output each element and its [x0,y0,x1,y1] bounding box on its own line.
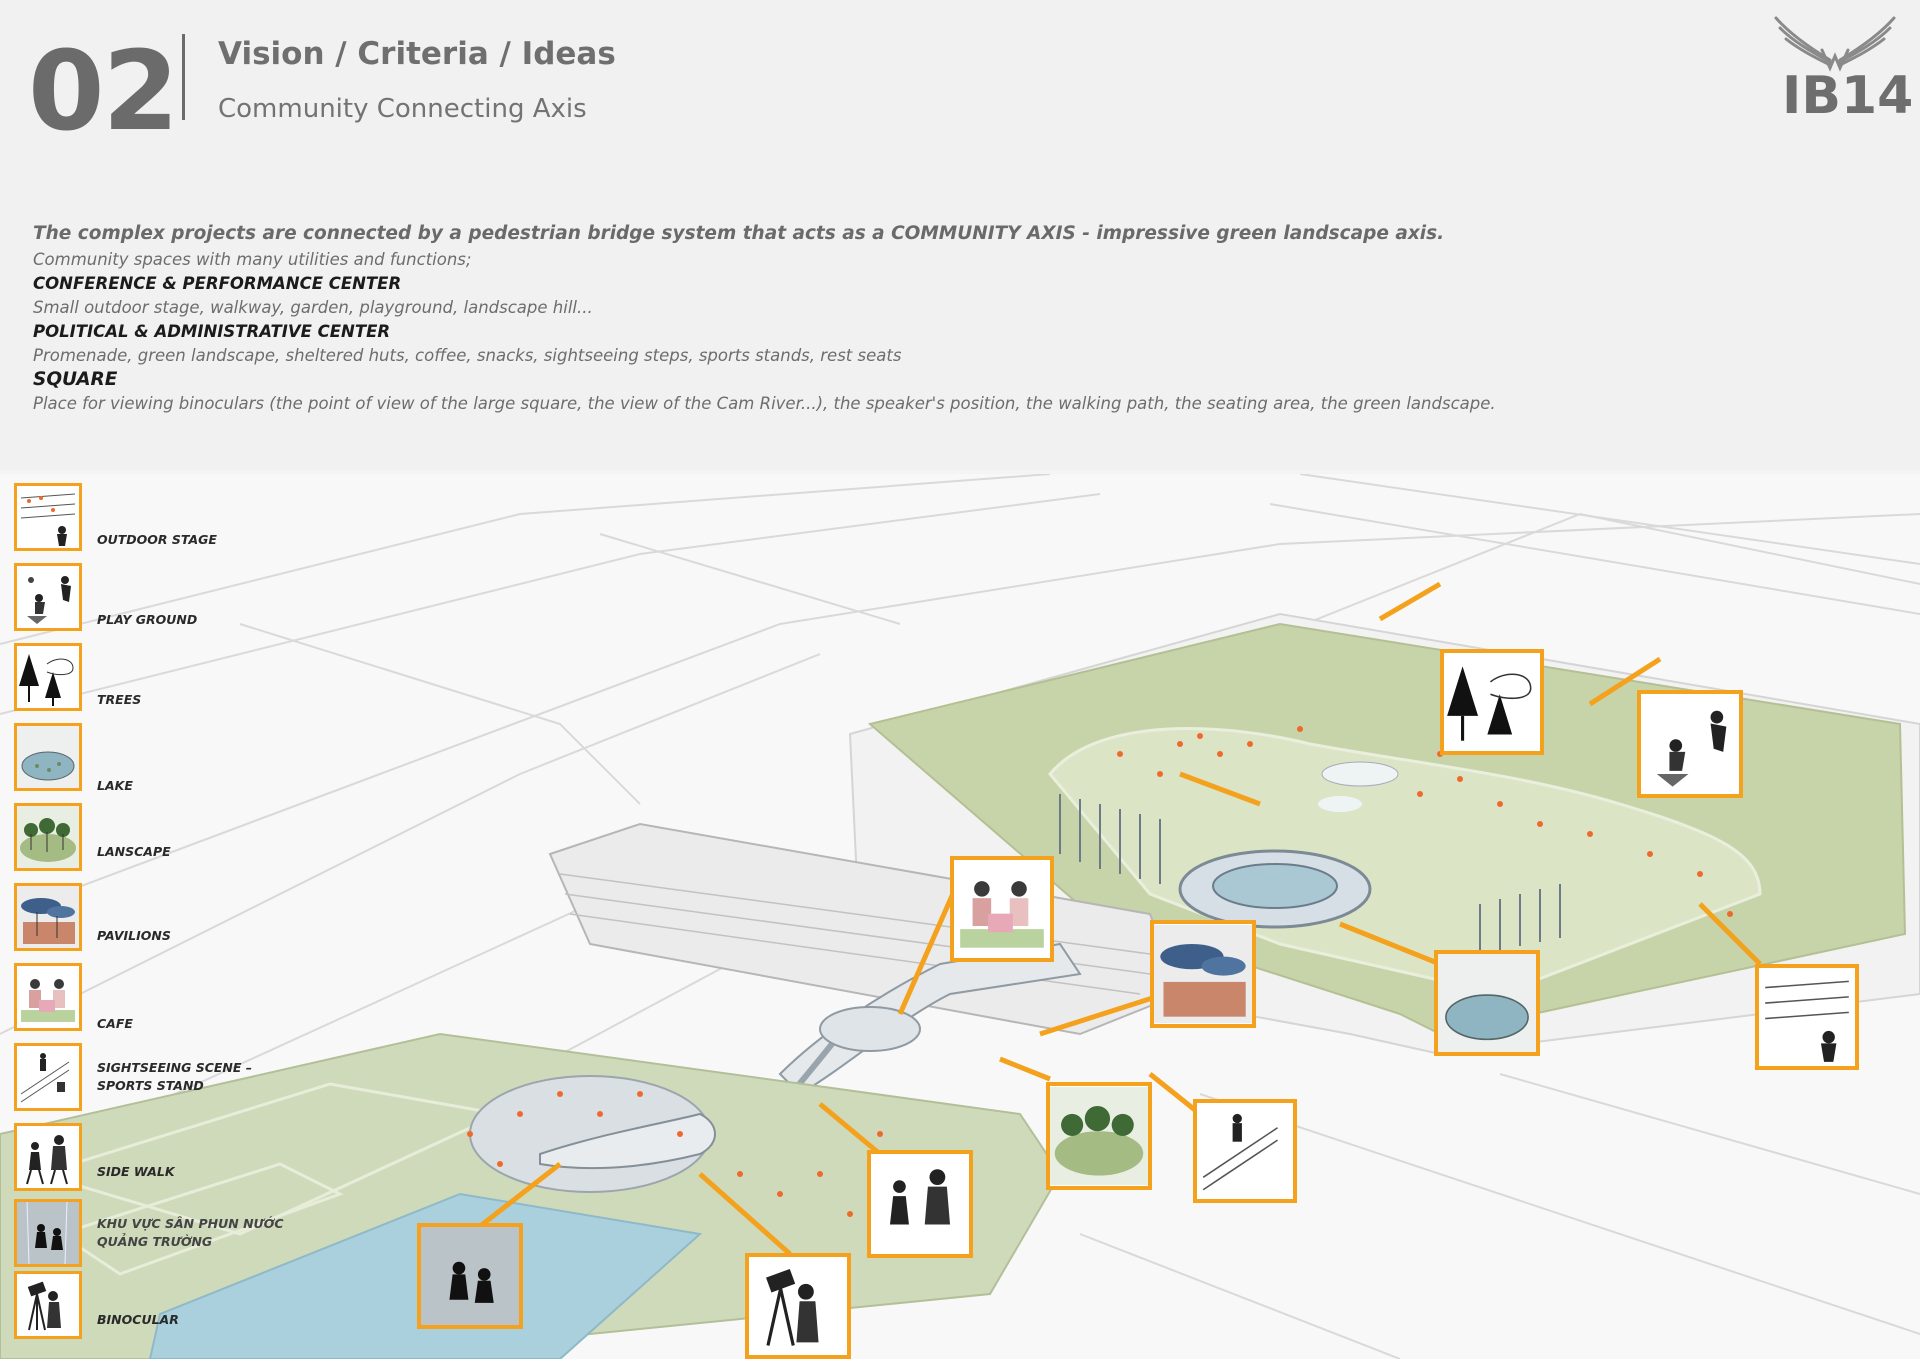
callout-trees-icon [1440,649,1544,755]
wings-logo-icon [1774,16,1896,72]
callout-sidewalk-icon [867,1150,973,1258]
description: The complex projects are connected by a … [33,220,1833,416]
legend-label: SIDE WALK [97,1164,175,1179]
binocular-icon [14,1271,82,1339]
description-line: Place for viewing binoculars (the point … [33,394,1496,413]
legend-label: BINOCULAR [97,1312,179,1327]
header: 02 Vision / Criteria / Ideas Community C… [0,0,1920,470]
legend-label: OUTDOOR STAGE [97,532,217,547]
legend-label: PLAY GROUND [97,612,198,627]
legend-label: LAKE [97,778,133,793]
callout-cafe-icon [950,856,1054,962]
legend-label-line2: SPORTS STAND [97,1078,204,1093]
page-title: Vision / Criteria / Ideas [218,36,616,72]
callout-outdoor-stage-icon [1755,964,1859,1070]
callout-fountain-plaza-icon [417,1223,523,1329]
callout-pavilion-icon [1150,920,1256,1028]
callout-binocular-icon [745,1253,851,1359]
header-divider [182,34,185,120]
description-line: Small outdoor stage, walkway, garden, pl… [33,298,593,317]
legend-label-line2: QUẢNG TRƯỜNG [97,1234,213,1249]
legend-label: TREES [97,692,142,707]
legend-label: KHU VỰC SÂN PHUN NƯỚC [97,1216,284,1231]
callout-playground-icon [1637,690,1743,798]
description-line: Promenade, green landscape, sheltered hu… [33,346,902,365]
description-lead: The complex projects are connected by a … [33,223,1445,244]
brand-text: IB14 [1782,66,1914,126]
landscape-icon [14,803,82,871]
heading-conference: CONFERENCE & PERFORMANCE CENTER [33,274,402,293]
heading-square: SQUARE [33,369,118,390]
sports-stand-icon [14,1043,82,1111]
callout-landscape-icon [1046,1082,1152,1190]
lake-icon [14,723,82,791]
playground-icon [14,563,82,631]
pavilion-icon [14,883,82,951]
section-number: 02 [28,27,179,155]
fountain-plaza-icon [14,1199,82,1267]
legend-label: LANSCAPE [97,844,171,859]
callout-sports-stand-icon [1193,1099,1297,1203]
cafe-icon [14,963,82,1031]
page-subtitle: Community Connecting Axis [218,94,587,124]
description-line: Community spaces with many utilities and… [33,250,472,269]
legend-label: PAVILIONS [97,928,171,943]
outdoor-stage-icon [14,483,82,551]
sidewalk-icon [14,1123,82,1191]
trees-icon [14,643,82,711]
legend-label: CAFE [97,1016,133,1031]
heading-political: POLITICAL & ADMINISTRATIVE CENTER [33,322,391,341]
site-diagram: OUTDOOR STAGE PLAY GROUND TREES LAKE LAN… [0,474,1920,1359]
callout-lake-icon [1434,950,1540,1056]
legend-label: SIGHTSEEING SCENE – [97,1060,253,1075]
